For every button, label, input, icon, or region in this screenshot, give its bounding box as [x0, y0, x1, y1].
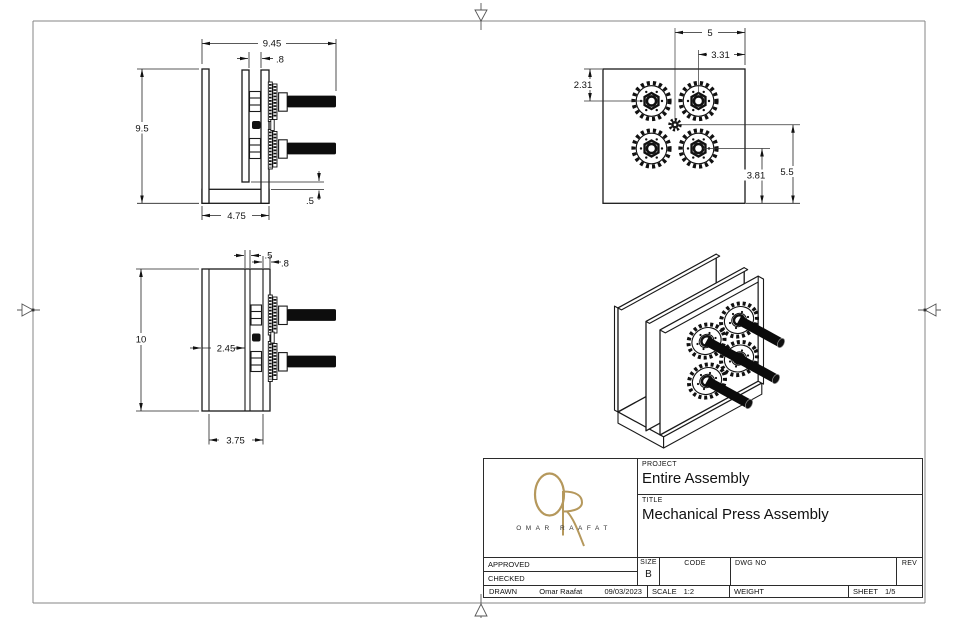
- code-label: CODE: [660, 558, 731, 585]
- dim-label: 3.81: [747, 171, 766, 182]
- shaft: [287, 309, 336, 321]
- scale-label: SCALE: [652, 587, 677, 596]
- bolt-head: [278, 305, 288, 326]
- pinion-gear: [668, 118, 682, 132]
- project-value: Entire Assembly: [642, 470, 750, 487]
- dim-label: 5: [707, 28, 712, 39]
- logo-monogram-o: [533, 472, 566, 517]
- bolt-head: [278, 92, 288, 112]
- centering-mark-top: [474, 3, 488, 30]
- iso-shaft: [704, 336, 779, 384]
- bolt-head: [278, 139, 288, 159]
- drawn-cell: DRAWN Omar Raafat 09/03/2023: [484, 586, 648, 597]
- view-side: .5 .8 10 2.45 3.75: [128, 250, 336, 447]
- iso-shaft: [736, 315, 784, 348]
- sheet-value: 1/5: [885, 587, 896, 596]
- size-label: SIZE: [640, 559, 657, 566]
- shaft: [287, 355, 336, 368]
- gear-edge-stack: [252, 294, 278, 382]
- company-logo: OMAR RAAFAT: [516, 472, 612, 547]
- weight-cell: WEIGHT: [730, 586, 849, 597]
- dim-label: .5: [265, 251, 273, 262]
- dim-label: 9.5: [135, 124, 148, 135]
- weight-label: WEIGHT: [734, 587, 764, 596]
- sheet-label: SHEET: [853, 587, 879, 596]
- scale-value: 1:2: [683, 587, 695, 596]
- size-value: B: [645, 569, 652, 580]
- drawn-label: DRAWN: [489, 587, 518, 596]
- dim-label: 3.31: [711, 50, 730, 61]
- gear-edge-stack: [252, 81, 278, 170]
- gear: [634, 131, 670, 167]
- project-cell: PROJECT Entire Assembly: [638, 459, 922, 495]
- centering-mark-right: [918, 303, 941, 317]
- title-block: OMAR RAAFAT PROJECT Entire Assembly TITL…: [483, 458, 923, 598]
- project-label: PROJECT: [642, 461, 677, 468]
- logo-cell: OMAR RAAFAT: [484, 459, 638, 557]
- dims-view-side: .5 .8 10 2.45 3.75: [128, 250, 289, 447]
- dim-label: 3.75: [226, 436, 245, 447]
- dim-label: .5: [306, 196, 314, 207]
- title-value: Mechanical Press Assembly: [642, 506, 829, 523]
- title-cell: TITLE Mechanical Press Assembly: [638, 495, 922, 557]
- logo-monogram-r: [562, 490, 585, 547]
- dim-label: 10: [136, 335, 147, 346]
- view-gear-face: 5 3.31 2.31 5.5 3.81: [571, 27, 800, 204]
- bolt-head: [278, 352, 288, 372]
- shaft: [287, 95, 336, 108]
- scale-cell: SCALE 1:2: [648, 586, 730, 597]
- iso-shaft: [704, 376, 752, 409]
- hub-stack: [248, 90, 262, 160]
- dims-view-face: 5 3.31 2.31 5.5 3.81: [571, 27, 800, 204]
- view-isometric: [613, 253, 785, 449]
- sheet-frame: [32, 20, 926, 604]
- centering-mark-left: [17, 303, 40, 317]
- drawn-by: Omar Raafat: [539, 587, 583, 596]
- sheet-cell: SHEET 1/5: [849, 586, 922, 597]
- dim-label: .8: [276, 55, 284, 66]
- logo-company-name: OMAR RAAFAT: [516, 525, 612, 532]
- shaft: [287, 142, 336, 155]
- approved-label: APPROVED: [484, 558, 637, 572]
- dims-view-front: 9.45 .8 9.5 4.75 .5: [129, 37, 337, 222]
- view-front: 9.45 .8 9.5 4.75 .5: [129, 37, 337, 222]
- title-label: TITLE: [642, 497, 663, 504]
- dim-label: 2.31: [574, 80, 593, 91]
- drawn-date: 09/03/2023: [604, 587, 642, 596]
- checked-label: CHECKED: [488, 574, 525, 583]
- dim-label: .8: [281, 259, 289, 270]
- centering-mark-bottom: [474, 594, 488, 618]
- dim-label: 5.5: [780, 167, 793, 178]
- dim-label: 9.45: [263, 39, 282, 50]
- size-cell: SIZE B: [638, 558, 660, 585]
- rev-label: REV: [901, 560, 918, 567]
- dwg-no-label: DWG NO: [731, 558, 897, 585]
- hub-stack: [250, 304, 263, 373]
- dim-label: 4.75: [227, 211, 246, 222]
- dim-label: 2.45: [217, 344, 236, 355]
